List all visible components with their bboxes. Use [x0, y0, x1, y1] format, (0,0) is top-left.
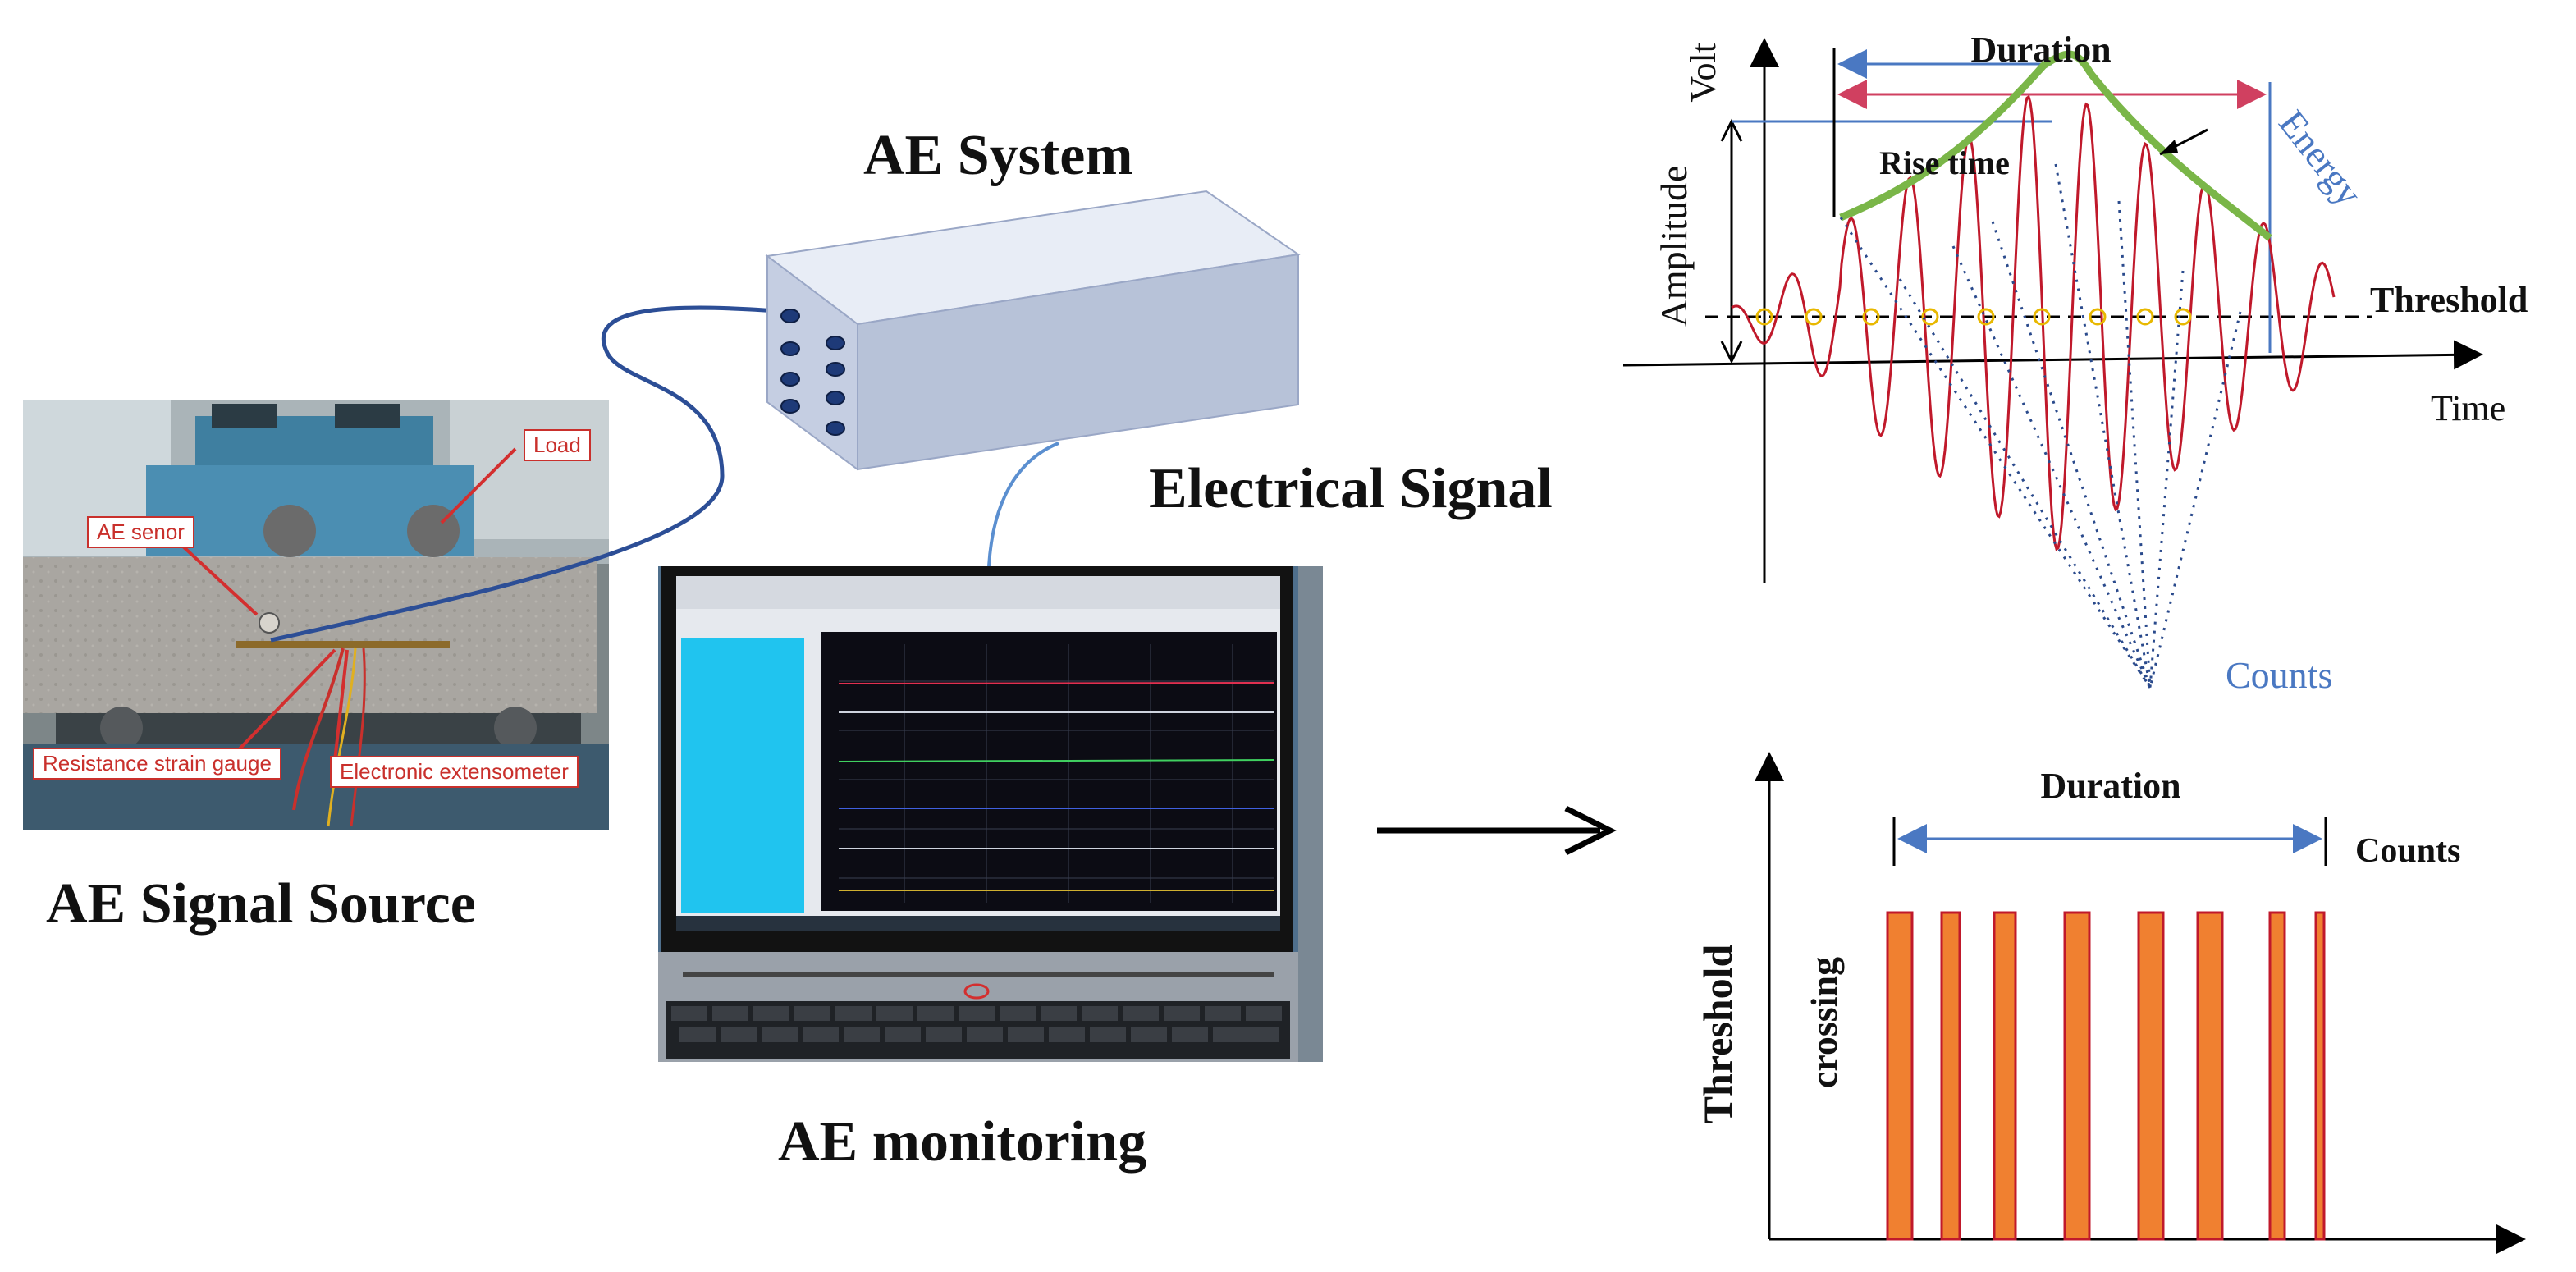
ae-monitoring-title: AE monitoring [778, 1110, 1147, 1174]
rise-time-label: Rise time [1879, 144, 2010, 181]
threshold-crossing-marker [2033, 308, 2051, 326]
threshold-crossing-diagram: Duration Counts Threshold crossing [1695, 752, 2526, 1254]
sensor-cable [270, 305, 789, 643]
energy-label: Energy [2271, 103, 2370, 213]
pulse-bar [1886, 911, 1914, 1241]
threshold-crossing-marker [2089, 308, 2107, 326]
volt-label: Volt [1683, 43, 1723, 103]
pulse-bar [2063, 911, 2091, 1241]
pulse-bars [1886, 911, 2326, 1241]
signal-waveform [1731, 94, 2336, 551]
load-callout: Load [524, 429, 591, 461]
threshold-crossing-marker [1862, 308, 1880, 326]
count-line [2148, 311, 2242, 689]
count-line [1898, 278, 2152, 689]
extensometer-callout: Electronic extensometer [330, 756, 579, 788]
count-line [1951, 245, 2152, 689]
electrical-signal-label: Electrical Signal [1149, 457, 1553, 520]
ae-signal-source-title: AE Signal Source [46, 872, 476, 936]
counts-label-top: Counts [2226, 654, 2332, 696]
laptop-illustration [658, 566, 1323, 1062]
amplitude-label: Amplitude [1653, 166, 1695, 327]
threshold-crossing-markers [1755, 308, 2192, 326]
crossing-ylabel-threshold: Threshold [1695, 945, 1741, 1124]
threshold-crossing-marker [1805, 308, 1823, 326]
pulse-bar [2268, 911, 2286, 1241]
specimen-illustration [23, 400, 609, 830]
crossing-duration-label: Duration [2040, 766, 2180, 806]
ae-system-box [765, 190, 1301, 471]
time-axis [1622, 340, 2483, 370]
threshold-crossing-marker [2174, 308, 2192, 326]
threshold-label-top: Threshold [2370, 280, 2528, 320]
ae-sensor-callout: AE senor [87, 516, 194, 548]
amplitude-arrow-down [1720, 341, 1743, 364]
pulse-bar [1940, 911, 1961, 1241]
pulse-bar [2137, 911, 2165, 1241]
waveform-diagram: Volt Amplitude Duration Rise time Energy… [1622, 30, 2528, 696]
threshold-crossing-marker [1977, 308, 1995, 326]
threshold-crossing-marker [1755, 308, 1773, 326]
crossing-ylabel-crossing: crossing [1803, 957, 1845, 1088]
laptop-photo [658, 566, 1323, 1062]
pulse-bar [1993, 911, 2017, 1241]
count-line [1991, 221, 2152, 689]
count-line [2054, 163, 2152, 689]
ae-system-title: AE System [863, 124, 1133, 187]
count-line [2117, 200, 2152, 689]
pulse-bar [2196, 911, 2224, 1241]
energy-envelope [1839, 50, 2272, 241]
specimen-photo: Load AE senor Resistance strain gauge El… [23, 400, 609, 830]
count-line [1839, 217, 2152, 689]
flow-arrowhead [1564, 805, 1617, 856]
strain-gauge-callout: Resistance strain gauge [33, 748, 281, 780]
count-line [2148, 270, 2185, 689]
count-lines [1839, 163, 2242, 689]
pulse-bar [2314, 911, 2326, 1241]
monitor-cable [987, 442, 1059, 567]
threshold-crossing-marker [2136, 308, 2154, 326]
threshold-crossing-marker [1921, 308, 1939, 326]
energy-pointer-head [2160, 140, 2178, 154]
crossing-counts-label: Counts [2355, 832, 2460, 870]
duration-label-top: Duration [1970, 30, 2111, 70]
time-label: Time [2431, 388, 2505, 428]
